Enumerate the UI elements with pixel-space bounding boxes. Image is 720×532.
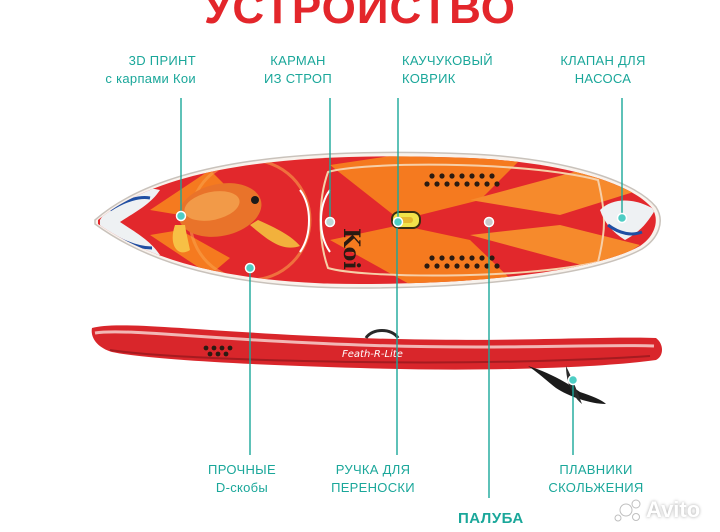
label-carry-handle: РУЧКА ДЛЯ ПЕРЕНОСКИ [318, 461, 428, 497]
board-logo-side: Feath-R-Lite [342, 349, 403, 360]
label-rubber-mat-line1: КАУЧУКОВЫЙ [402, 53, 493, 68]
label-deck: ПАЛУБА [458, 510, 524, 527]
label-pocket-line2: ИЗ СТРОП [264, 71, 332, 86]
board-logo-koi: Koi [338, 228, 364, 270]
markers [175, 210, 628, 386]
label-carry-handle-line1: РУЧКА ДЛЯ [335, 462, 411, 477]
label-rubber-mat-line2: КОВРИК [402, 71, 456, 86]
label-fins-line2: СКОЛЬЖЕНИЯ [548, 480, 644, 495]
label-3d-print: 3D ПРИНТ с карпами Кои [96, 52, 196, 88]
label-3d-print-line1: 3D ПРИНТ [128, 53, 196, 68]
label-3d-print-line2: с карпами Кои [105, 71, 196, 86]
label-pump-valve: КЛАПАН ДЛЯ НАСОСА [548, 52, 658, 88]
avito-watermark: Avito [646, 497, 701, 522]
marker-d-rings [244, 262, 256, 274]
avito-logo-icon [614, 499, 641, 522]
label-pump-valve-line1: КЛАПАН ДЛЯ [560, 53, 646, 68]
marker-valve [616, 212, 628, 224]
page-title: УСТРОЙСТВО [203, 0, 516, 33]
leader-lines [180, 98, 623, 498]
board-side-view: Feath-R-Lite [91, 325, 663, 404]
marker-3d-print [175, 210, 187, 222]
board-top-view: Koi [94, 151, 661, 289]
marker-mat [392, 216, 404, 228]
label-pocket: КАРМАН ИЗ СТРОП [248, 52, 348, 88]
marker-pocket [324, 216, 336, 228]
label-fins: ПЛАВНИКИ СКОЛЬЖЕНИЯ [536, 461, 656, 497]
label-rubber-mat: КАУЧУКОВЫЙ КОВРИК [402, 52, 512, 88]
marker-fins [567, 374, 579, 386]
label-pocket-line1: КАРМАН [270, 53, 326, 68]
label-d-rings: ПРОЧНЫЕ D-скобы [190, 461, 294, 497]
label-d-rings-line2: D-скобы [215, 480, 269, 495]
marker-deck [483, 216, 495, 228]
label-fins-line1: ПЛАВНИКИ [559, 462, 633, 477]
label-pump-valve-line2: НАСОСА [574, 71, 632, 86]
label-d-rings-line1: ПРОЧНЫЕ [208, 462, 276, 477]
label-carry-handle-line2: ПЕРЕНОСКИ [331, 480, 415, 495]
